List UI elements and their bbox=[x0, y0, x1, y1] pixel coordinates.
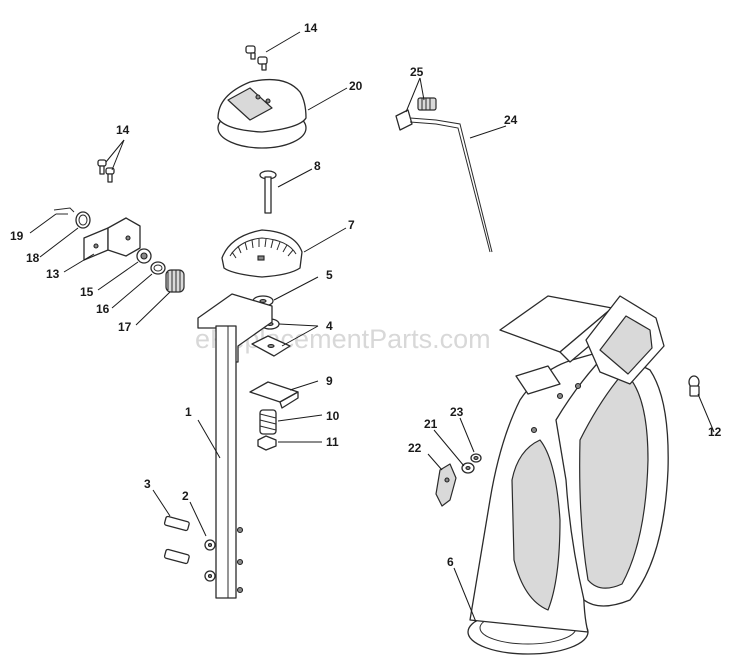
callout-14-left: 14 bbox=[116, 123, 130, 137]
part-18-ring bbox=[75, 211, 91, 229]
part-14-screws-left bbox=[97, 159, 115, 183]
part-20-cap bbox=[217, 78, 307, 149]
part-19-pin bbox=[53, 207, 75, 215]
callout-23: 23 bbox=[450, 405, 464, 419]
callout-5: 5 bbox=[326, 268, 333, 282]
callout-9: 9 bbox=[326, 374, 333, 388]
callout-15: 15 bbox=[80, 285, 94, 299]
callout-21: 21 bbox=[424, 417, 438, 431]
callout-12: 12 bbox=[708, 425, 722, 439]
part-14-screws-top bbox=[245, 45, 268, 71]
callout-14-top: 14 bbox=[304, 21, 318, 35]
part-15-bushing bbox=[136, 248, 152, 264]
callout-1: 1 bbox=[185, 405, 192, 419]
part-11-nut bbox=[257, 435, 277, 451]
part-25-spring-clip bbox=[395, 97, 437, 131]
callout-20: 20 bbox=[349, 79, 363, 93]
leader-lines bbox=[29, 31, 715, 623]
part-3-bolts bbox=[163, 515, 190, 565]
callout-2: 2 bbox=[182, 489, 189, 503]
callout-18: 18 bbox=[26, 251, 40, 265]
part-9-plate bbox=[249, 381, 299, 409]
part-16-washer bbox=[150, 261, 166, 275]
part-24-control-rod bbox=[409, 117, 493, 253]
callout-labels: 14 20 8 7 5 4 9 10 11 1 2 3 14 19 18 13 … bbox=[10, 21, 722, 569]
part-1-chute-crank-bracket bbox=[197, 293, 273, 599]
part-23-washer bbox=[470, 453, 482, 463]
callout-3: 3 bbox=[144, 477, 151, 491]
callout-16: 16 bbox=[96, 302, 110, 316]
callout-17: 17 bbox=[118, 320, 132, 334]
callout-13: 13 bbox=[46, 267, 60, 281]
part-22-lever bbox=[435, 463, 457, 507]
part-8-bolt bbox=[259, 170, 277, 214]
callout-11: 11 bbox=[326, 435, 339, 449]
callout-6: 6 bbox=[447, 555, 454, 569]
callout-4: 4 bbox=[326, 319, 333, 333]
part-6-discharge-chute bbox=[467, 295, 669, 655]
callout-7: 7 bbox=[348, 218, 355, 232]
part-2-nuts bbox=[204, 539, 216, 582]
part-13-bracket bbox=[83, 217, 141, 261]
callout-19: 19 bbox=[10, 229, 24, 243]
part-10-spring bbox=[259, 409, 277, 435]
part-7-gear-plate bbox=[221, 229, 303, 278]
callout-10: 10 bbox=[326, 409, 340, 423]
callout-22: 22 bbox=[408, 441, 422, 455]
part-17-pinion-gear bbox=[165, 269, 185, 293]
part-12-bolt bbox=[688, 375, 700, 397]
callout-25: 25 bbox=[410, 65, 424, 79]
callout-8: 8 bbox=[314, 159, 321, 173]
callout-24: 24 bbox=[504, 113, 518, 127]
part-21-washer bbox=[461, 462, 475, 474]
